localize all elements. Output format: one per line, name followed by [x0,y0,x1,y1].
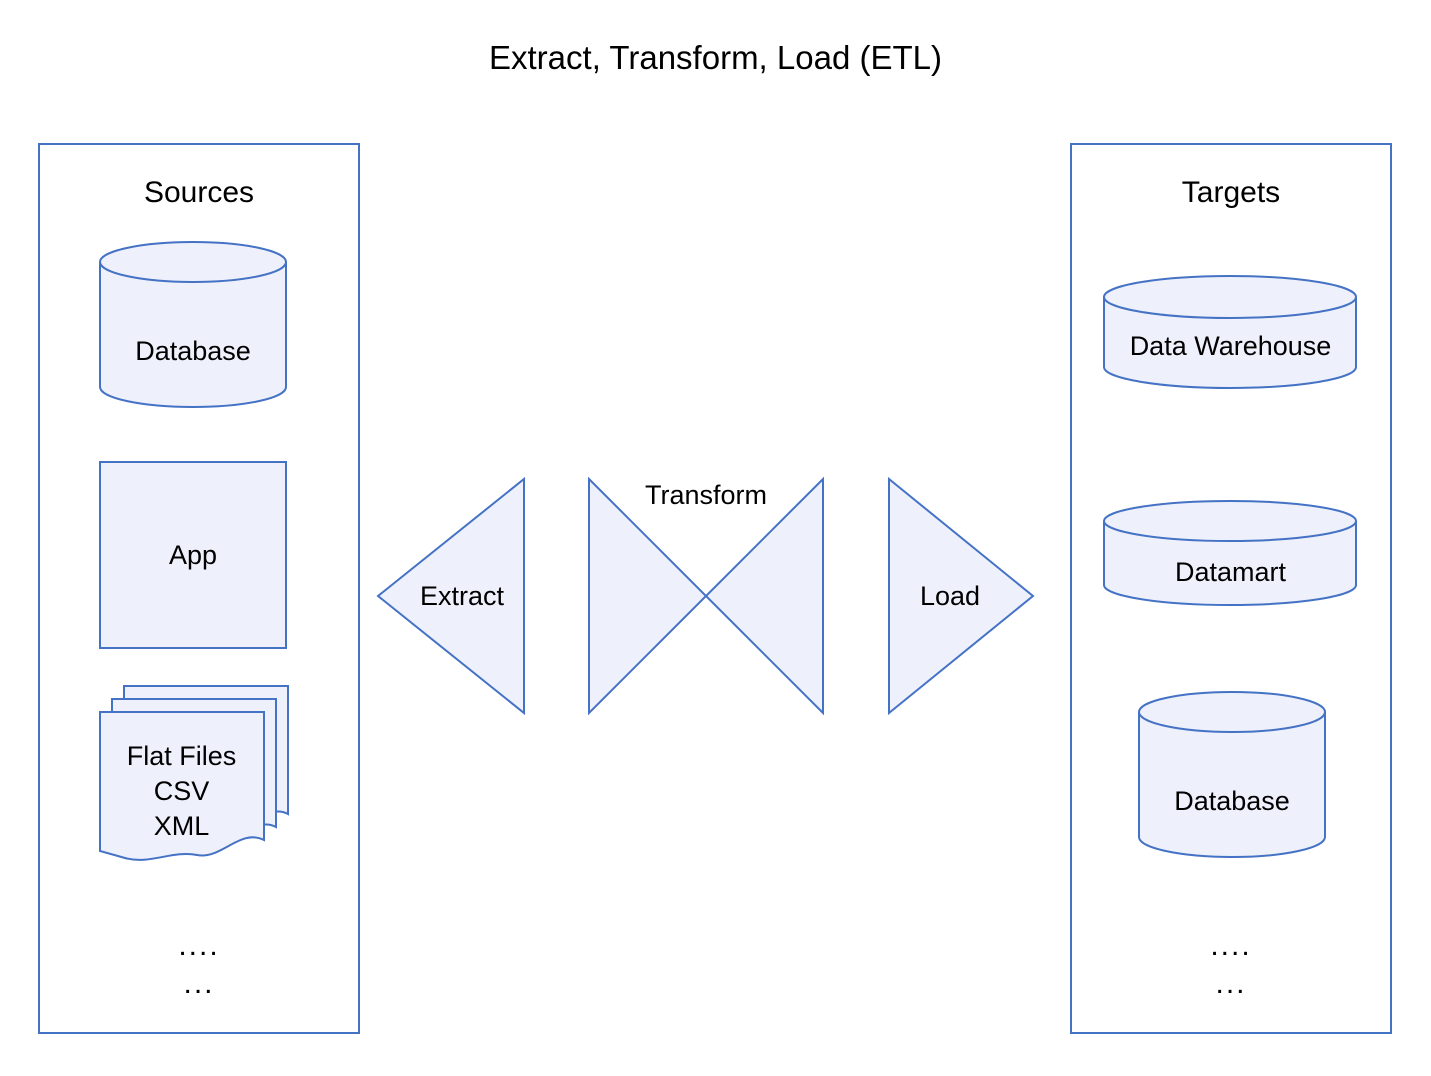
process-transform-node[interactable] [588,476,824,716]
target-data-warehouse-node[interactable]: Data Warehouse [1103,275,1358,389]
cylinder-icon [1138,691,1326,858]
triangle-right-icon [888,476,1035,716]
targets-ellipsis-line2: ... [1215,967,1247,1000]
sources-ellipsis-line2: ... [183,967,215,1000]
targets-panel-title: Targets [1181,176,1281,209]
cylinder-icon [1103,275,1357,389]
diagram-title: Extract, Transform, Load (ETL) [489,39,942,76]
process-load-node[interactable]: Load [888,476,1035,716]
sources-ellipsis-line1: .... [178,929,220,962]
source-flat-files-node[interactable]: Flat Files CSV XML [99,685,289,865]
rectangle-icon [99,461,287,649]
source-database-node[interactable]: Database [99,241,287,408]
bowtie-icon [588,476,824,716]
target-datamart-node[interactable]: Datamart [1103,500,1358,606]
document-stack-icon [99,685,289,861]
cylinder-icon [99,241,287,408]
sources-panel-title: Sources [143,176,255,209]
cylinder-icon [1103,500,1357,606]
source-app-node[interactable]: App [99,461,287,649]
targets-ellipsis-line1: .... [1210,929,1252,962]
target-database-node[interactable]: Database [1138,691,1326,858]
process-extract-node[interactable]: Extract [376,476,525,716]
triangle-left-icon [376,476,525,716]
